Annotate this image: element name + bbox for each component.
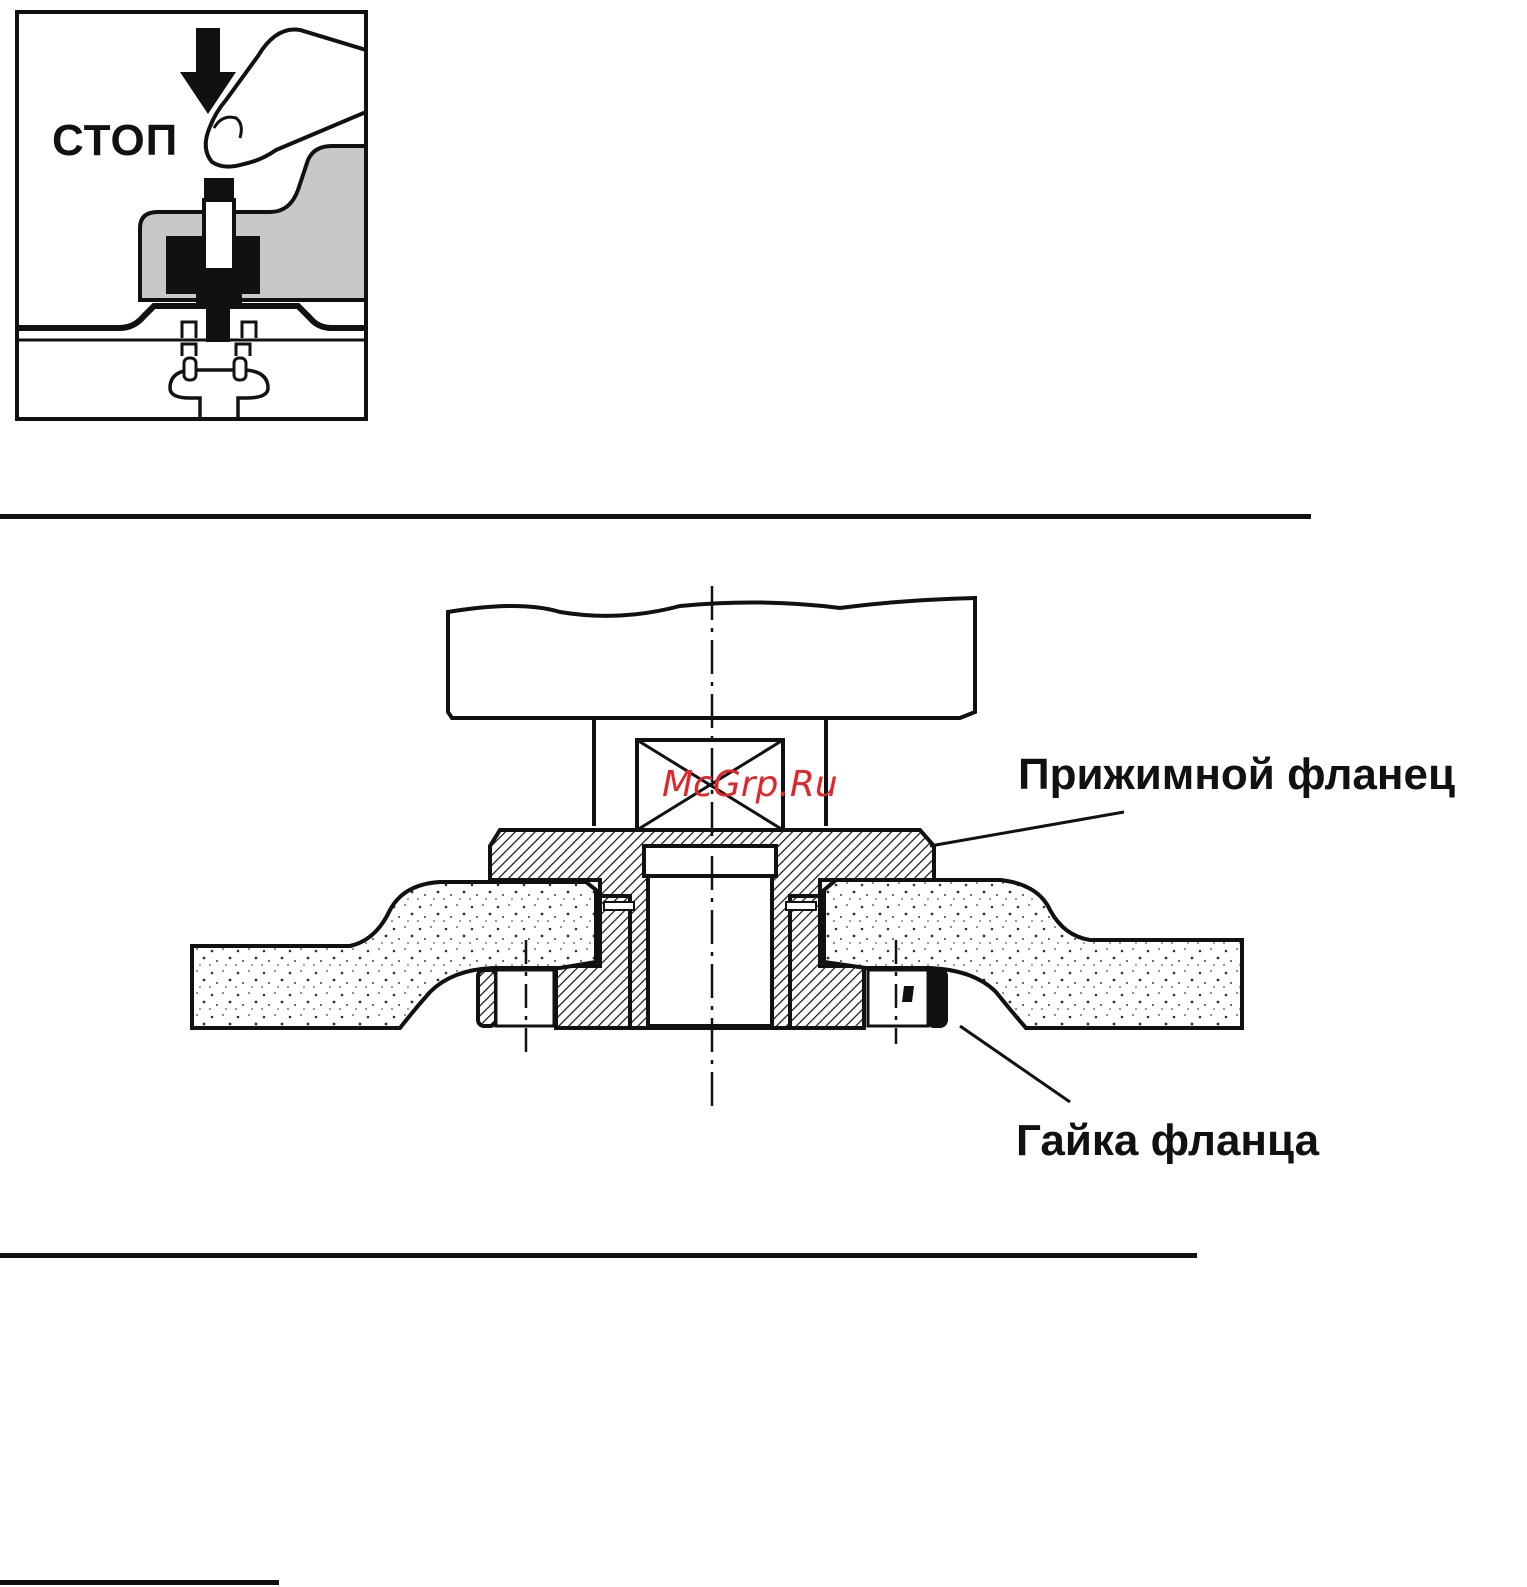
top-plate — [17, 306, 366, 328]
divider-line — [0, 1580, 279, 1585]
flange-nut-left — [478, 970, 496, 1026]
leader-flange-nut — [960, 1026, 1070, 1102]
shaft — [644, 846, 776, 876]
leader-pressure-flange — [930, 812, 1124, 846]
flange-nut-right — [928, 970, 946, 1026]
button-cap — [204, 178, 234, 200]
watermark: McGrp.Ru — [662, 764, 838, 805]
stop-label: СТОП — [52, 116, 178, 166]
divider-line — [0, 1253, 1197, 1258]
stop-illustration — [0, 0, 380, 430]
divider-line — [0, 514, 1311, 519]
pressure-flange-label: Прижимной фланец — [1018, 750, 1455, 800]
flange-cross-section — [0, 560, 1527, 1160]
flange-nut-label: Гайка фланца — [1016, 1116, 1319, 1166]
